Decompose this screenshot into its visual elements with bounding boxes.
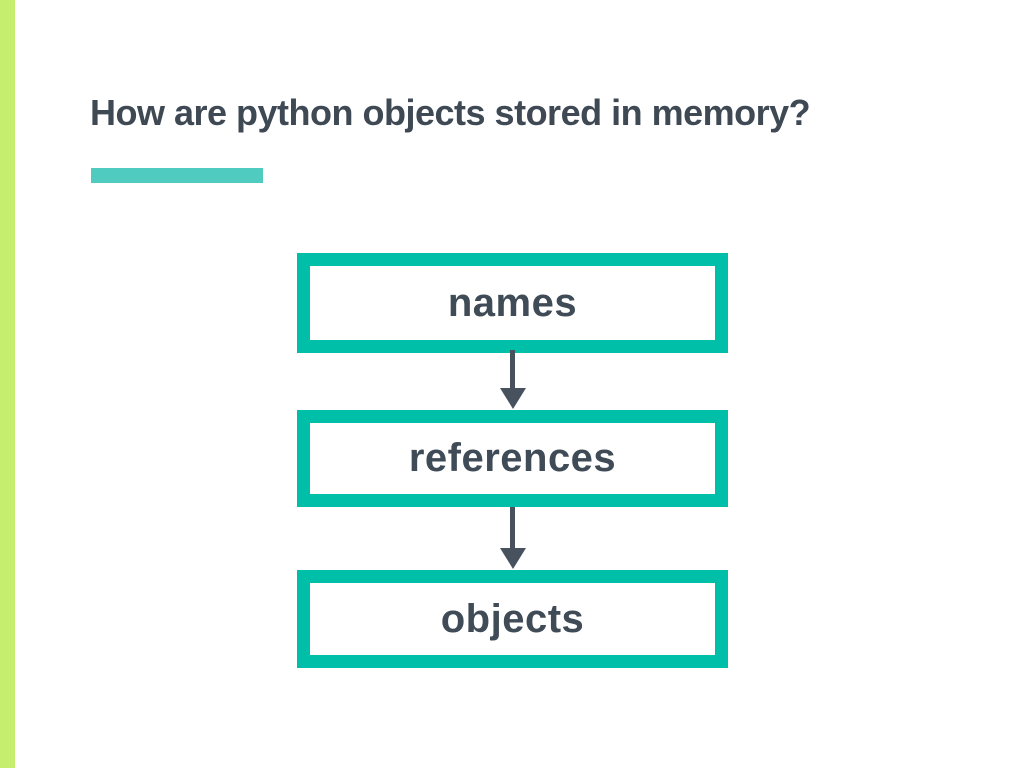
title-underline-bar — [91, 168, 263, 183]
arrow-head — [499, 548, 526, 569]
arrow-shaft — [510, 350, 515, 390]
flow-box-references-label: references — [408, 436, 617, 480]
flow-box-objects-label: objects — [440, 596, 585, 641]
flow-box-names: names — [297, 253, 728, 353]
slide-title: How are python objects stored in memory? — [90, 92, 811, 133]
flow-box-references: references — [297, 410, 728, 507]
left-edge-accent-bar — [0, 0, 15, 768]
flow-box-objects: objects — [297, 570, 728, 668]
arrow-head — [499, 388, 526, 409]
arrow-shaft — [510, 507, 515, 550]
flow-box-names-label: names — [447, 280, 578, 325]
